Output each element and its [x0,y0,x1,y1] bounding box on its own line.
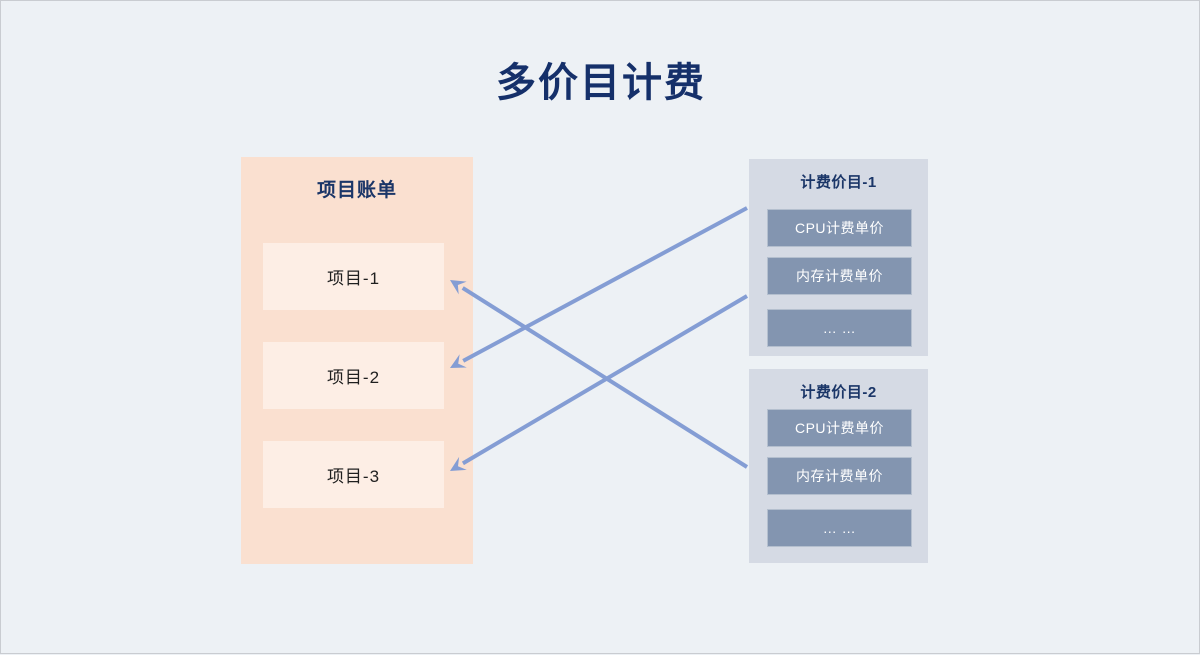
price-1-cpu-to-project-2-line [462,206,748,363]
bill-item-label: 项目-3 [326,467,381,486]
price-panel-1-title: 计费价目-1 [800,174,877,191]
price-row-cpu[interactable]: CPU计费单价 [767,409,912,447]
price-panel-2-title: 计费价目-2 [800,384,877,401]
bill-item-project-3[interactable]: 项目-3 [263,441,444,508]
price-panel-2: 计费价目-2 CPU计费单价 内存计费单价 … … [749,369,928,563]
price-row-label: … … [822,520,857,536]
price-row-more[interactable]: … … [767,309,912,347]
bill-item-label: 项目-2 [326,368,381,387]
price-row-memory[interactable]: 内存计费单价 [767,257,912,295]
price-row-label: 内存计费单价 [796,468,883,484]
price-row-label: … … [822,320,857,336]
price-row-label: CPU计费单价 [794,220,885,236]
bill-item-label: 项目-1 [326,269,381,288]
price-row-cpu[interactable]: CPU计费单价 [767,209,912,247]
price-2-memory-to-project-1-line [461,286,749,469]
bill-panel: 项目账单 项目-1 项目-2 项目-3 [241,157,473,564]
price-row-label: CPU计费单价 [794,420,885,436]
price-row-more[interactable]: … … [767,509,912,547]
page-title: 多价目计费 [496,61,706,105]
bill-panel-title: 项目账单 [316,180,397,201]
price-1-memory-to-project-3-line [461,294,749,466]
price-row-label: 内存计费单价 [796,268,883,284]
bill-item-project-2[interactable]: 项目-2 [263,342,444,409]
bill-item-project-1[interactable]: 项目-1 [263,243,444,310]
price-row-memory[interactable]: 内存计费单价 [767,457,912,495]
price-panel-1: 计费价目-1 CPU计费单价 内存计费单价 … … [749,159,928,356]
